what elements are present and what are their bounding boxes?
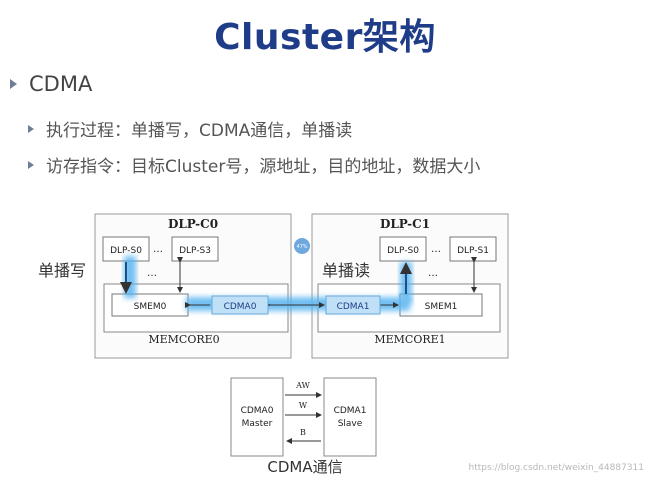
cdma0-box bbox=[211, 295, 269, 315]
cluster1-core-a bbox=[379, 236, 427, 262]
progress-badge-text: 47% bbox=[296, 244, 307, 250]
bullet-triangle-icon bbox=[28, 160, 34, 169]
smem0-label: SMEM0 bbox=[134, 302, 167, 312]
slave-line1: CDMA1 bbox=[334, 406, 367, 416]
unicast-write-label: 单播写 bbox=[38, 261, 86, 280]
bullet-triangle-icon bbox=[10, 79, 17, 89]
master-line2: Master bbox=[242, 419, 273, 429]
cluster1-core-a-label: DLP-S0 bbox=[387, 246, 419, 256]
master-line1: CDMA0 bbox=[241, 406, 274, 416]
slave-box bbox=[323, 377, 377, 457]
memcore1-label: MEMCORE1 bbox=[374, 333, 445, 346]
cluster0-core-b-label: DLP-S3 bbox=[179, 246, 211, 256]
progress-badge bbox=[294, 238, 310, 254]
channel-b-label: B bbox=[300, 428, 306, 437]
cluster0-title: DLP-C0 bbox=[168, 217, 218, 231]
watermark: https://blog.csdn.net/weixin_44887311 bbox=[468, 463, 644, 473]
cluster0-ellipsis: … bbox=[153, 244, 163, 255]
unicast-read-label: 单播读 bbox=[322, 261, 370, 280]
cdma0-label: CDMA0 bbox=[224, 302, 257, 312]
cdma1-box bbox=[325, 295, 381, 315]
bullet-text: 执行过程：单播写，CDMA通信，单播读 bbox=[46, 121, 353, 141]
slide-title: Cluster架构 bbox=[214, 17, 436, 58]
bullet-cdma: CDMA bbox=[10, 72, 92, 96]
cluster0-core-b bbox=[171, 236, 219, 262]
cdma-comm-caption: CDMA通信 bbox=[267, 458, 342, 476]
cluster1-core-b-label: DLP-S1 bbox=[457, 246, 489, 256]
master-box bbox=[230, 377, 284, 457]
cluster0-ellipsis-2: … bbox=[147, 268, 157, 279]
bullet-instruction: 访存指令：目标Cluster号，源地址，目的地址，数据大小 bbox=[28, 152, 480, 177]
cluster1-title: DLP-C1 bbox=[380, 217, 430, 231]
cluster0-core-a-label: DLP-S0 bbox=[110, 246, 142, 256]
cdma1-label: CDMA1 bbox=[337, 302, 370, 312]
bullet-process: 执行过程：单播写，CDMA通信，单播读 bbox=[28, 116, 352, 141]
slave-line2: Slave bbox=[338, 419, 363, 429]
cluster1-ellipsis: … bbox=[431, 244, 441, 255]
cluster1-ellipsis-2: … bbox=[428, 268, 438, 279]
bullet-text: 访存指令：目标Cluster号，源地址，目的地址，数据大小 bbox=[46, 157, 481, 177]
smem1-label: SMEM1 bbox=[425, 302, 458, 312]
channel-aw-label: AW bbox=[295, 381, 310, 390]
channel-w-label: W bbox=[299, 401, 308, 410]
bullet-text: CDMA bbox=[29, 72, 93, 96]
bullet-triangle-icon bbox=[28, 124, 34, 133]
memcore0-label: MEMCORE0 bbox=[148, 333, 219, 346]
